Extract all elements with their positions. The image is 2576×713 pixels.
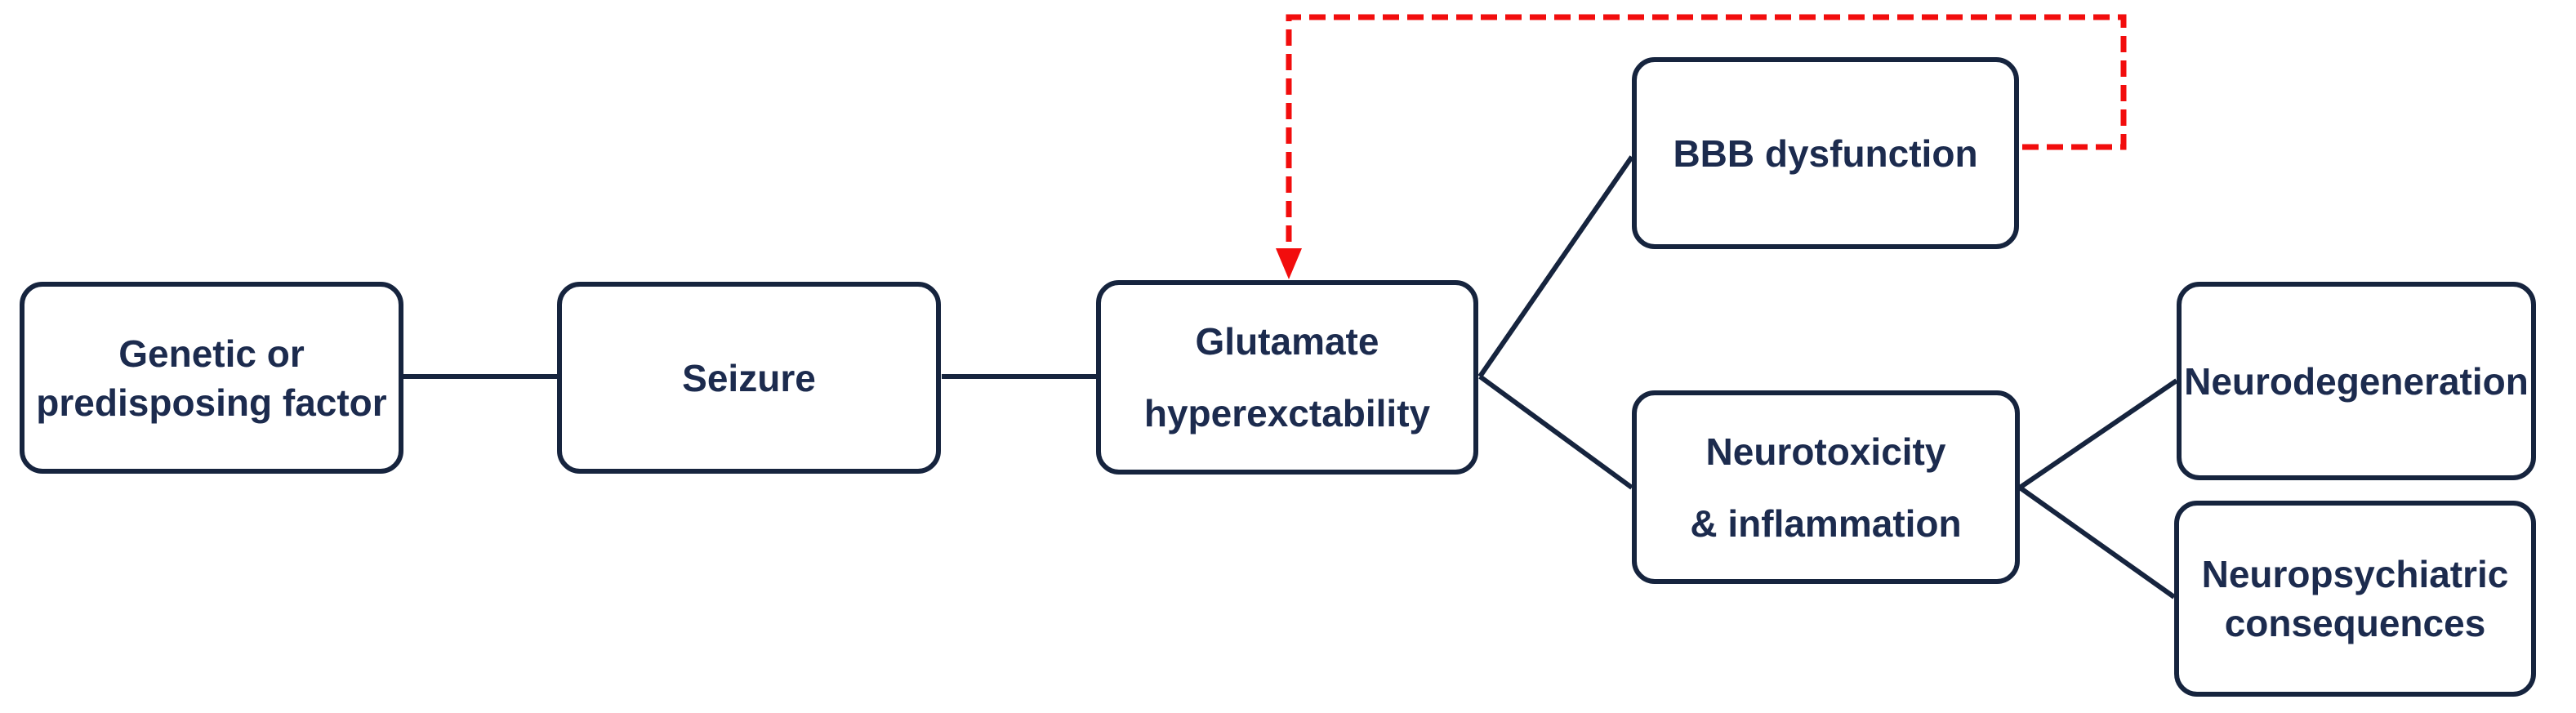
feedback-edge-bbb-to-glutamate (1286, 14, 2127, 250)
node-genetic-or-predisposing-factor: Genetic or predisposing factor (20, 282, 403, 474)
node-bbb-dysfunction: BBB dysfunction (1632, 57, 2019, 249)
edge-glutamate-to-neurotoxicity (1478, 374, 1633, 490)
node-glutamate-hyperexctability: Glutamate hyperexctability (1096, 280, 1478, 475)
edge-neurotoxicity-to-neuropsychiatric (2018, 485, 2176, 599)
node-neurotoxicity-inflammation: Neurotoxicity & inflammation (1632, 390, 2020, 584)
node-glutamate-label: Glutamate hyperexctability (1143, 320, 1431, 434)
node-neurodegeneration: Neurodegeneration (2177, 282, 2536, 480)
node-neurotoxicity-label: Neurotoxicity & inflammation (1690, 430, 1962, 545)
edge-glutamate-to-bbb (1477, 155, 1634, 378)
node-neuropsychiatric-label: Neuropsychiatric consequences (2201, 553, 2509, 644)
node-seizure-label: Seizure (682, 356, 816, 399)
edge-neurotoxicity-to-neurodegeneration (2018, 378, 2178, 490)
node-neurodegeneration-label: Neurodegeneration (2184, 359, 2529, 403)
node-genetic-label: Genetic or predisposing factor (36, 332, 387, 424)
node-neuropsychiatric-consequences: Neuropsychiatric consequences (2174, 501, 2536, 697)
feedback-arrowhead-down-icon (1276, 248, 1302, 279)
node-seizure: Seizure (557, 282, 941, 474)
node-bbb-label: BBB dysfunction (1673, 131, 1978, 175)
